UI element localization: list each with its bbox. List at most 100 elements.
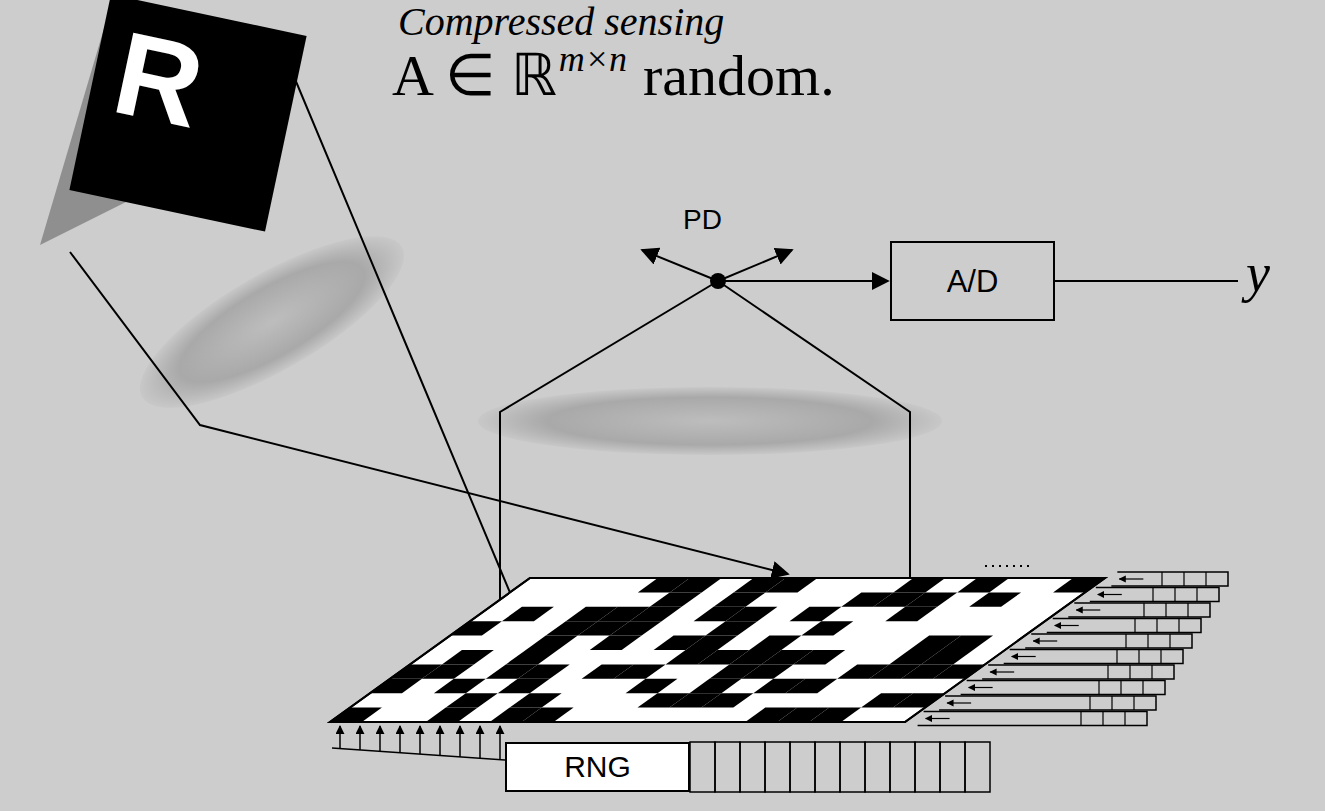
shift-register [1068,603,1210,617]
shift-register [961,681,1165,695]
register-cell [1129,665,1130,679]
mirror-on [701,693,753,707]
register-cell [1102,712,1103,726]
shift-register [982,665,1174,679]
register-cell [965,742,990,792]
formula-text: random. [643,44,835,108]
shift-register [1111,572,1228,586]
mirror-on [590,636,642,650]
mirror-on [442,650,494,664]
mirror-on [706,621,758,635]
formula-line: A ∈ ℝm×nrandom. [392,44,835,108]
register-cell [1187,603,1188,617]
register-cell [915,742,940,792]
feed-arrow [439,726,441,755]
register-cell [815,742,840,792]
formula-text: A ∈ ℝ [392,44,557,108]
feed-arrow [479,726,481,758]
mirror-on [793,650,845,664]
mirror-on [434,679,486,693]
feed-arrow [359,726,361,750]
register-cell [1107,665,1108,679]
mirror-on [741,664,793,678]
mirror-on [630,607,682,621]
mirror-on [933,664,985,678]
photodiode-arrow [642,250,718,281]
mirror-on [450,621,502,635]
register-cell [1120,681,1121,695]
mirror-on [905,592,957,606]
shift-register [1025,634,1192,648]
register-arrow [990,671,1014,672]
shift-register [1090,588,1219,602]
mirror-on [526,636,578,650]
register-cell [1098,681,1099,695]
mirror-on [893,693,945,707]
node-text: R [105,13,213,146]
signal-arrow [718,280,888,282]
register-cell [1165,603,1166,617]
register-cell [1133,696,1134,710]
mirror-on [522,708,574,722]
mirror-on [506,650,558,664]
mirror-plane-outline [330,578,1105,722]
mirror-on [941,636,993,650]
light-ray [282,48,560,712]
mirror-on [502,607,554,621]
register-cell [1169,634,1170,648]
register-cell [715,742,740,792]
mirror-on [330,708,382,722]
continuation-dots [985,565,1030,567]
light-ray [718,281,910,578]
register-arrow [1076,609,1100,610]
register-cell [1205,572,1206,586]
register-cell [1143,603,1144,617]
shift-register [918,712,1147,726]
light-ray [500,281,718,712]
mirror-on [518,664,570,678]
mirror-on [614,664,666,678]
mirror-on [626,679,678,693]
mirror-on [370,679,422,693]
shift-register [1004,650,1183,664]
feed-arrow [379,726,381,751]
register-cell [1174,588,1175,602]
output-label: y [1246,244,1270,303]
register-cell [1116,650,1117,664]
register-cell [1183,572,1184,586]
mirror-plane [330,578,1105,722]
feed-bus [332,748,505,760]
output-line [1055,280,1238,282]
mirror-on [957,578,1009,592]
register-cell [1134,619,1135,633]
feed-arrow [419,726,421,754]
shift-register [939,696,1156,710]
shift-registers [332,572,1228,792]
register-arrow [1033,640,1057,641]
register-arrow [1012,656,1036,657]
register-arrow [926,718,950,719]
register-cell [1151,665,1152,679]
node-text: RNG [564,752,631,782]
register-arrow [969,687,993,688]
mirror-on [498,679,550,693]
photodiode-arrow [718,250,792,281]
register-cell [890,742,915,792]
register-cell [765,742,790,792]
object-card: R [69,0,306,232]
mirror-on [749,636,801,650]
register-cell [1125,634,1126,648]
register-cell [790,742,815,792]
mirror-on [714,592,766,606]
shift-register [1047,619,1201,633]
register-cell [865,742,890,792]
mirror-on [446,693,498,707]
feed-arrow [459,726,461,757]
register-arrow [947,702,971,703]
mirror-on [766,578,818,592]
collecting-lens [478,387,942,455]
register-cell [940,742,965,792]
mirror-on [893,578,945,592]
feed-arrow [399,726,401,753]
register-cell [840,742,865,792]
